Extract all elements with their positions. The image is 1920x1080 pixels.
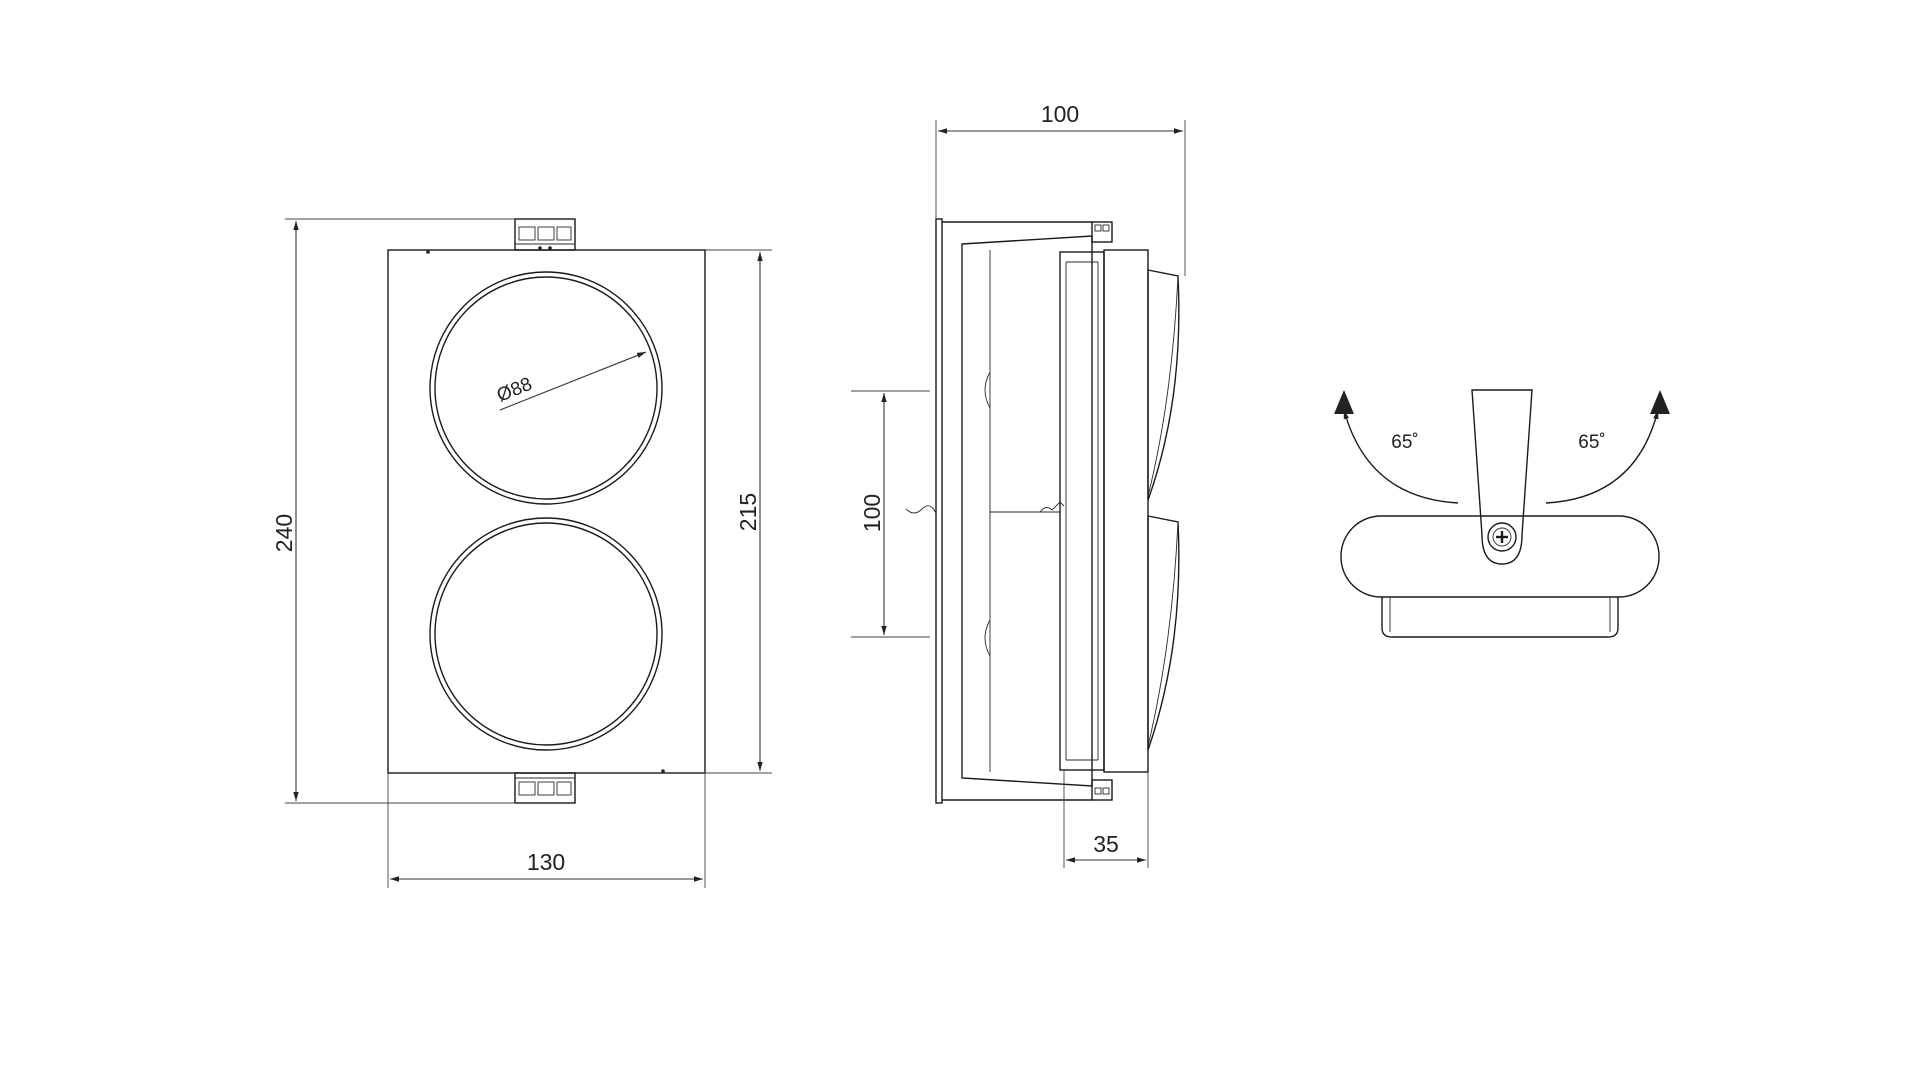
left-angle-label: 65˚ — [1391, 432, 1418, 453]
width-dimension: 130 — [387, 773, 706, 888]
side-top-bracket — [1091, 221, 1113, 243]
upper-visor — [1147, 269, 1180, 501]
body-height-dimension: 215 — [705, 249, 772, 774]
lower-lens — [429, 517, 663, 751]
side-front-frame — [1059, 251, 1105, 771]
height-dimension: 240 — [271, 218, 515, 804]
diameter-label: Ø88 — [494, 374, 535, 407]
front-bottom-bracket — [514, 772, 576, 804]
side-bottom-bracket — [1091, 779, 1113, 801]
left-rotation-arrow — [1343, 409, 1459, 504]
top-housing — [1340, 515, 1660, 598]
right-angle-label: 65˚ — [1578, 432, 1605, 453]
side-housing — [961, 235, 1093, 787]
side-view: 100 100 35 — [851, 101, 1186, 868]
side-back-plate — [935, 218, 943, 804]
depth-dimension: 100 — [935, 101, 1186, 276]
spacing-dimension: 100 — [851, 390, 930, 638]
height-label: 240 — [271, 514, 297, 552]
top-front-lip — [1381, 597, 1619, 638]
front-housing — [387, 249, 706, 774]
spacing-label: 100 — [859, 494, 885, 532]
front-top-bracket — [514, 218, 576, 251]
lower-visor — [1147, 515, 1180, 751]
upper-lens — [429, 271, 663, 505]
top-view: 65˚ 65˚ — [1334, 389, 1670, 638]
diameter-leader — [499, 351, 647, 411]
width-label: 130 — [527, 849, 565, 875]
right-rotation-arrow — [1545, 409, 1659, 504]
side-cable — [905, 505, 937, 514]
body-height-label: 215 — [735, 493, 761, 531]
front-view: Ø88 240 215 130 — [271, 218, 772, 888]
screw-icon — [1487, 522, 1517, 552]
depth-label: 100 — [1041, 101, 1079, 127]
top-mount-arm — [1471, 389, 1533, 565]
visor-dimension: 35 — [1063, 770, 1149, 868]
visor-label: 35 — [1093, 831, 1119, 857]
